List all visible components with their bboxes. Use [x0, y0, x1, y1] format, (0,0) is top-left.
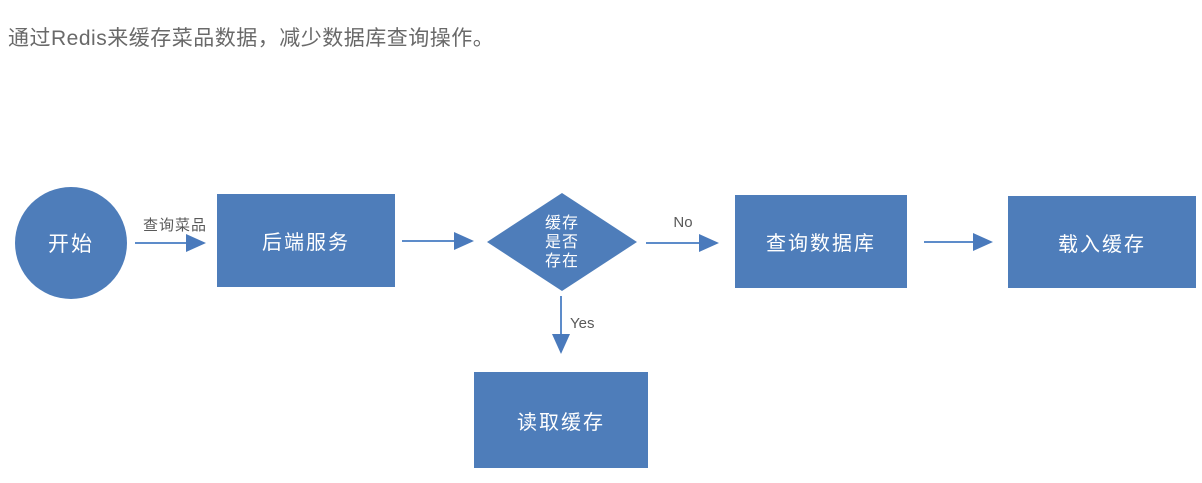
node-backend-service-label: 后端服务 — [262, 232, 350, 254]
edge-label-no: No — [673, 214, 693, 231]
node-cache-exists-decision-label: 缓存 是否 存在 — [544, 214, 579, 270]
node-start: 开始 — [15, 187, 127, 299]
node-backend-service: 后端服务 — [217, 194, 395, 287]
node-load-cache-label: 载入缓存 — [1058, 233, 1146, 256]
node-cache-exists-decision: 缓存 是否 存在 — [487, 193, 637, 291]
edge-label-yes: Yes — [570, 315, 595, 332]
node-query-database: 查询数据库 — [735, 195, 907, 288]
node-query-database-label: 查询数据库 — [766, 233, 876, 255]
node-read-cache: 读取缓存 — [474, 372, 648, 468]
node-load-cache: 载入缓存 — [1008, 196, 1196, 288]
node-start-label: 开始 — [48, 233, 94, 256]
node-read-cache-label: 读取缓存 — [517, 411, 605, 434]
edge-label-query-dish: 查询菜品 — [142, 217, 207, 234]
page-title: 通过Redis来缓存菜品数据，减少数据库查询操作。 — [8, 27, 495, 50]
